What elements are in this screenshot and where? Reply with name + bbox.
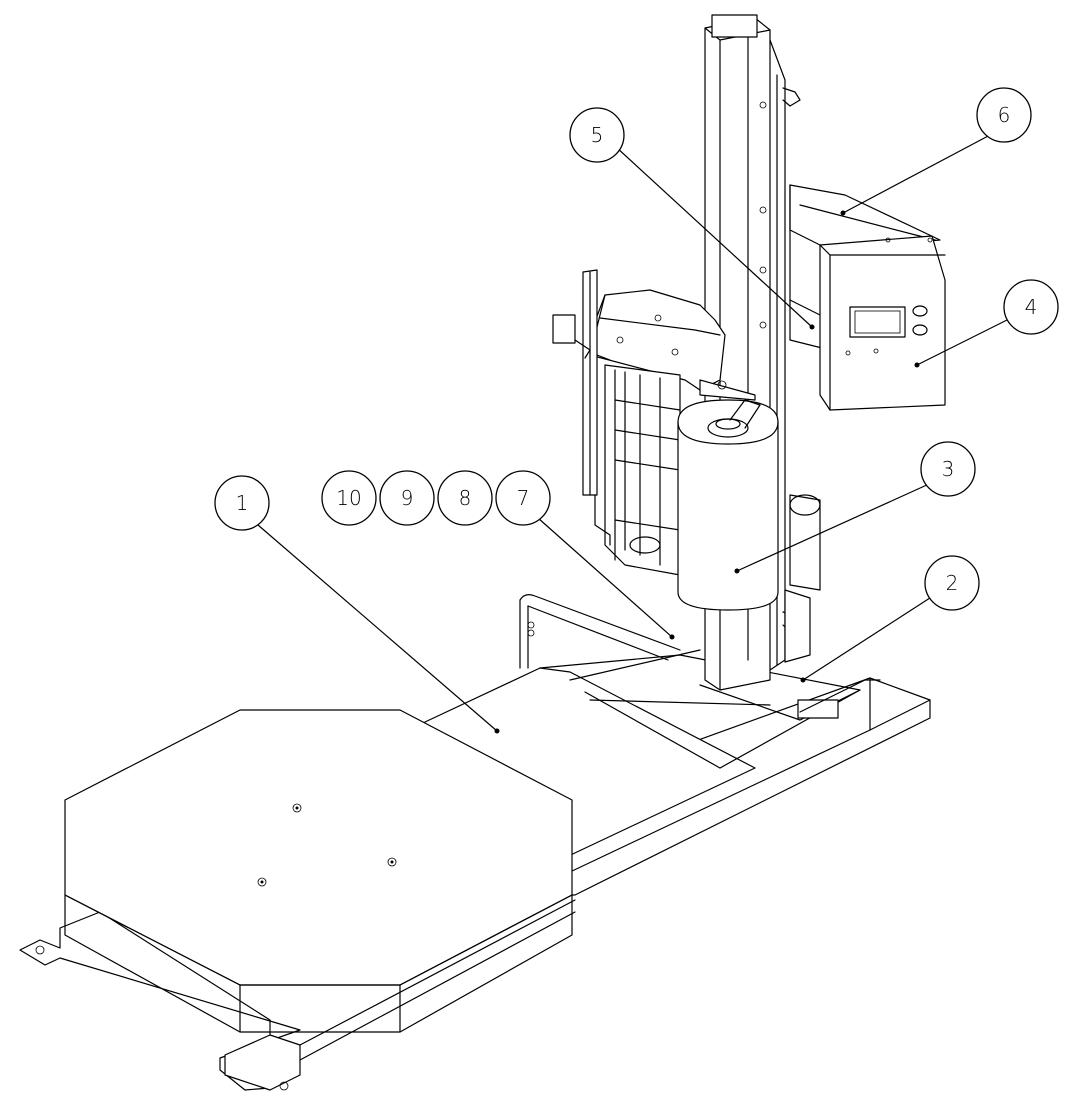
callout-5: 5 bbox=[569, 107, 625, 163]
callout-8: 8 bbox=[437, 470, 493, 526]
callout-8-label: 8 bbox=[459, 486, 472, 510]
callout-3-label: 3 bbox=[942, 457, 955, 481]
callout-7-label: 7 bbox=[517, 486, 530, 510]
control-panel bbox=[819, 235, 946, 411]
callout-2: 2 bbox=[924, 555, 980, 611]
callout-10-label: 10 bbox=[336, 486, 361, 510]
callout-1: 1 bbox=[214, 475, 270, 531]
callout-9: 9 bbox=[379, 470, 435, 526]
callout-9-label: 9 bbox=[401, 486, 414, 510]
callout-6-label: 6 bbox=[998, 103, 1011, 127]
callout-5-label: 5 bbox=[591, 123, 604, 147]
callout-10: 10 bbox=[321, 470, 377, 526]
callout-4: 4 bbox=[1003, 279, 1059, 335]
film-roll bbox=[677, 399, 779, 611]
turntable bbox=[64, 709, 573, 1033]
callout-1-label: 1 bbox=[236, 491, 249, 515]
callout-7: 7 bbox=[495, 470, 551, 526]
base-frame bbox=[19, 677, 931, 1091]
callouts: 1 2 3 4 5 6 7 8 bbox=[214, 87, 1059, 734]
callout-4-label: 4 bbox=[1025, 295, 1038, 319]
carriage bbox=[552, 269, 756, 576]
callout-3: 3 bbox=[920, 441, 976, 497]
callout-6: 6 bbox=[976, 87, 1032, 143]
callout-2-label: 2 bbox=[946, 571, 959, 595]
